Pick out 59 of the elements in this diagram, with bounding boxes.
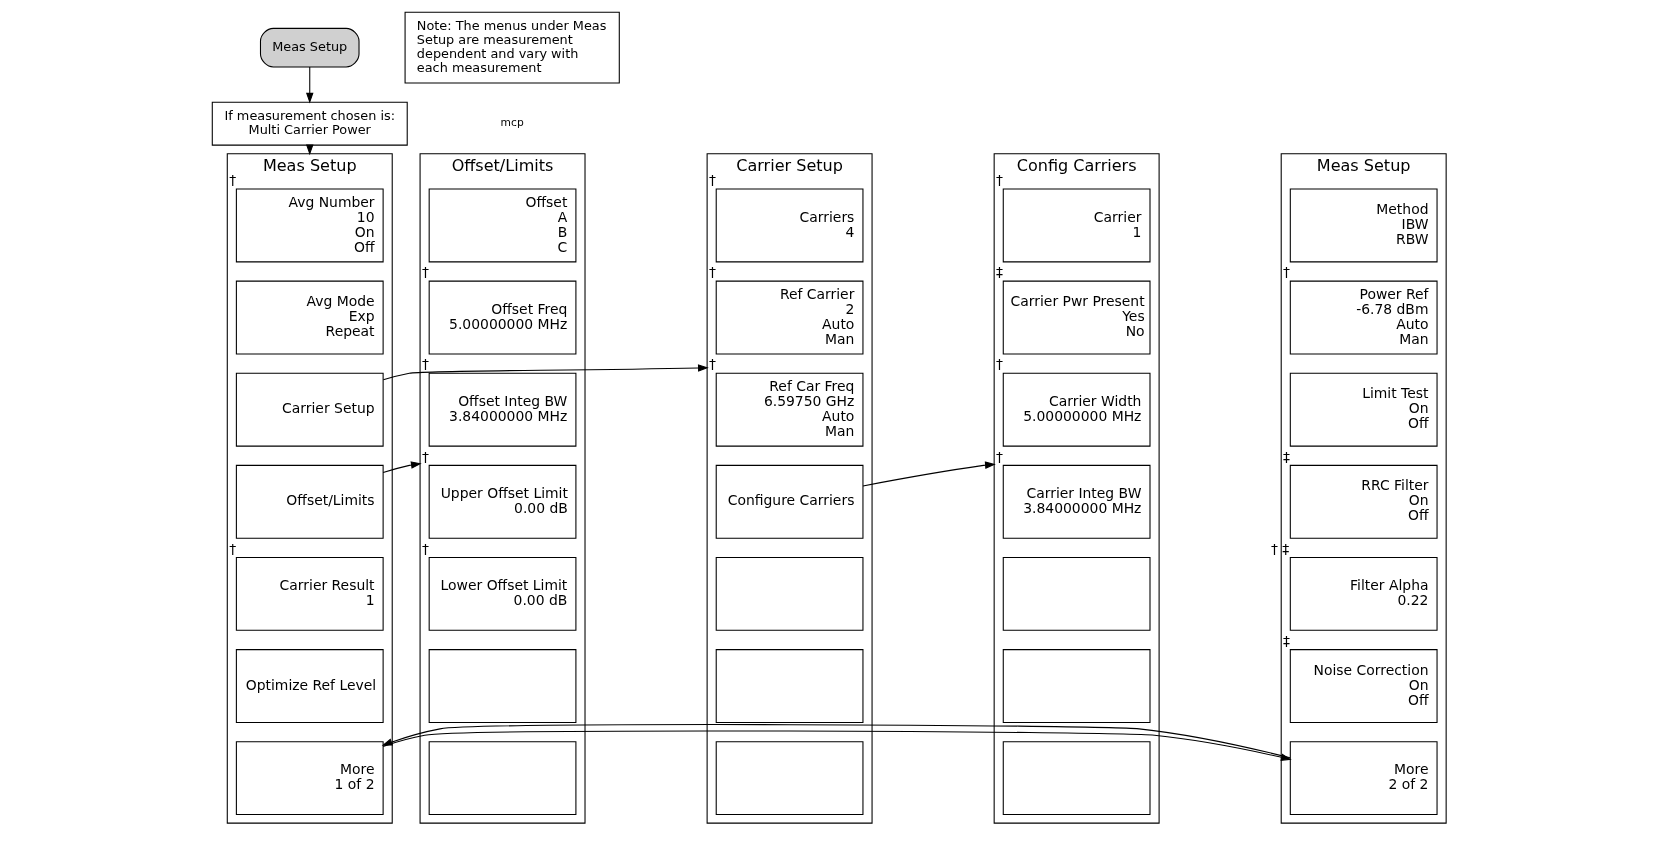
node-label: ‡	[1283, 632, 1291, 649]
node-box: Offset Freq 5.00000000 MHz	[428, 280, 577, 355]
node-label: ‡	[1283, 448, 1291, 465]
node-box: Avg Mode Exp Repeat	[235, 280, 384, 355]
label: mcp	[500, 116, 524, 130]
node-box: Offset A B C	[428, 188, 577, 263]
arrow	[862, 461, 996, 487]
arrow	[382, 461, 422, 473]
node-label: †	[996, 356, 1003, 373]
node-box: Filter Alpha 0.22	[1289, 556, 1438, 631]
node-label: †	[229, 172, 237, 189]
node-label: †	[996, 172, 1003, 189]
node-label: †	[229, 540, 237, 557]
node-box: Upper Offset Limit 0.00 dB	[428, 464, 577, 539]
node-box: Carrier 1	[1002, 188, 1151, 263]
node-box: RRC Filter On Off	[1289, 464, 1438, 539]
node-box: Method IBW RBW	[1289, 188, 1438, 263]
node-box	[1002, 741, 1151, 816]
arrow	[306, 66, 314, 104]
node-box	[715, 741, 864, 816]
node-box	[715, 556, 864, 631]
node-box: Note: The menus under Meas Setup are measurement dependent and vary with each measurement	[404, 11, 620, 84]
node-box	[1002, 649, 1151, 723]
node-label: ‡	[996, 264, 1003, 281]
node-label: † ‡	[1270, 540, 1290, 557]
node-label: †	[421, 540, 429, 557]
node-box: Carriers 4	[715, 188, 864, 263]
node-label: †	[421, 448, 429, 465]
node-box	[1002, 556, 1151, 631]
node-box: Offset Integ BW 3.84000000 MHz	[428, 372, 577, 447]
node-box: Ref Carrier 2 Auto Man	[715, 280, 864, 355]
node-box: Carrier Setup	[235, 372, 384, 447]
node-label: †	[421, 264, 429, 281]
node-box: Carrier Pwr Present Yes No	[1002, 280, 1151, 355]
node-label: †	[421, 356, 429, 373]
node-box	[715, 649, 864, 723]
node-box: Avg Number 10 On Off	[235, 188, 384, 263]
node-box	[428, 741, 577, 816]
node-box: Lower Offset Limit 0.00 dB	[428, 556, 577, 631]
node-box: Power Ref -6.78 dBm Auto Man	[1289, 280, 1438, 355]
node-label: †	[708, 172, 716, 189]
node-box: Noise Correction On Off	[1289, 649, 1438, 723]
node-box: Optimize Ref Level	[235, 649, 384, 723]
node-box: Carrier Result 1	[235, 556, 384, 631]
node-box: Carrier Integ BW 3.84000000 MHz	[1002, 464, 1151, 539]
arrow	[382, 364, 709, 381]
node-box: Offset/Limits	[235, 464, 384, 539]
node-label: †	[1283, 264, 1291, 281]
node-box: More 1 of 2	[235, 741, 384, 816]
node-label: †	[708, 264, 716, 281]
node-box: Ref Car Freq 6.59750 GHz Auto Man	[715, 372, 864, 447]
node-box: Limit Test On Off	[1289, 372, 1438, 447]
node-box: More 2 of 2	[1289, 741, 1438, 816]
node-box: Carrier Width 5.00000000 MHz	[1002, 372, 1151, 447]
node-box: Configure Carriers	[715, 464, 864, 539]
node-box: Meas Setup	[259, 27, 360, 68]
node-label: †	[996, 448, 1003, 465]
node-label: †	[708, 356, 716, 373]
node-box	[428, 649, 577, 723]
